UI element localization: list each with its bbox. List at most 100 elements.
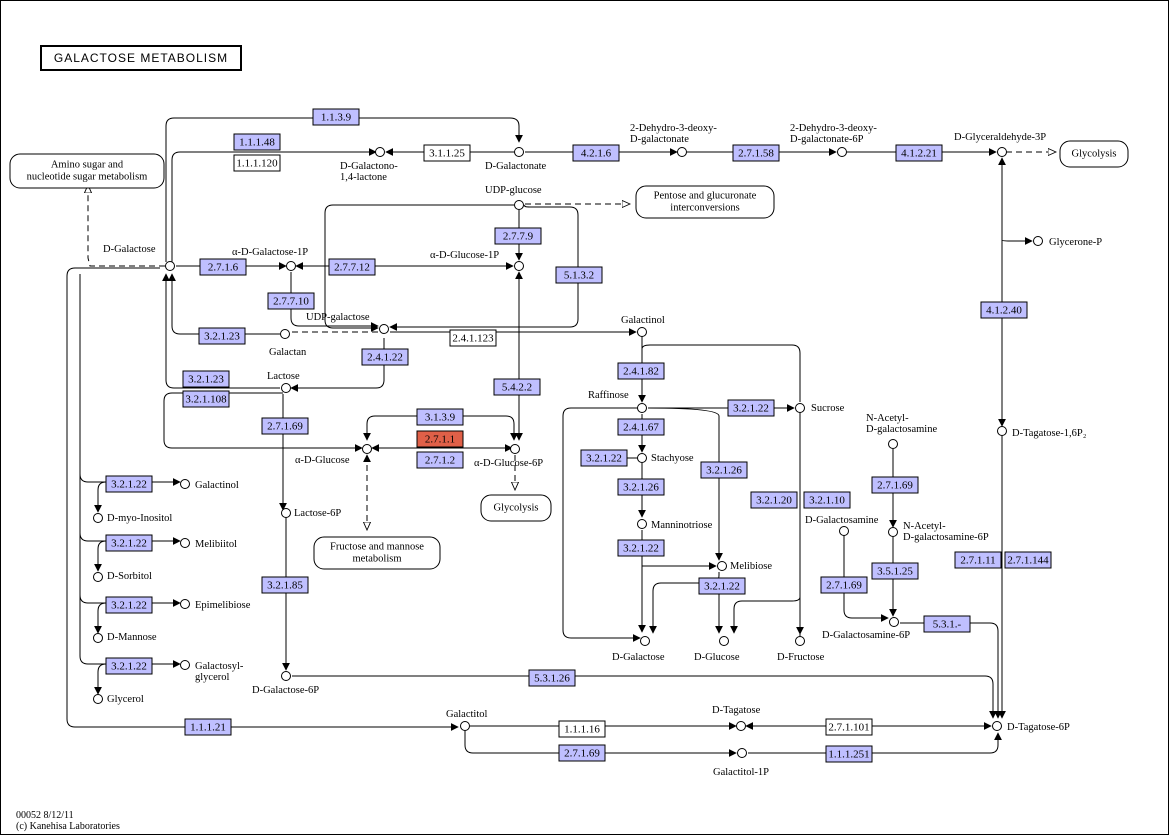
compound-node[interactable]: D-Galactose <box>612 636 665 664</box>
compound-circle[interactable] <box>795 636 805 646</box>
enzyme-box-e43[interactable]: 5.3.1.- <box>923 615 971 633</box>
enzyme-box-e20[interactable]: 3.1.3.9 <box>416 408 464 426</box>
enzyme-box-e37[interactable]: 2.7.1.69 <box>820 576 868 594</box>
enzyme-box-e5[interactable]: 4.2.1.6 <box>572 144 620 162</box>
enzyme-box-e32[interactable]: 3.2.1.22 <box>105 475 153 493</box>
compound-node[interactable]: 2-Dehydro-3-deoxy-D-galactonate <box>630 123 717 157</box>
compound-node[interactable]: α-D-Glucose <box>295 444 372 467</box>
compound-node[interactable]: α-D-Glucose-1P <box>430 250 524 271</box>
compound-circle[interactable] <box>889 617 899 627</box>
enzyme-box-e13[interactable]: 3.2.1.23 <box>198 327 246 345</box>
enzyme-box-e6[interactable]: 2.7.1.58 <box>732 144 780 162</box>
compound-node[interactable]: Lactose-6P <box>281 508 342 519</box>
enzyme-box-e35[interactable]: 3.2.1.85 <box>261 576 309 594</box>
enzyme-box-e18[interactable]: 5.4.2.2 <box>493 378 541 396</box>
compound-node[interactable]: D-Glyceraldehyde-3P <box>954 132 1046 157</box>
compound-node[interactable]: Glycerol <box>93 694 144 705</box>
compound-node[interactable]: α-D-Glucose-6P <box>474 444 543 470</box>
compound-circle[interactable] <box>888 527 898 537</box>
compound-node[interactable]: D-Glucose <box>694 636 740 664</box>
compound-circle[interactable] <box>514 200 524 210</box>
compound-circle[interactable] <box>93 572 103 582</box>
enzyme-box-e25[interactable]: 2.4.1.67 <box>617 418 665 436</box>
enzyme-box-e16[interactable]: 3.2.1.23 <box>182 370 230 388</box>
enzyme-box-e30[interactable]: 3.2.1.10 <box>803 491 851 509</box>
compound-node[interactable]: D-Fructose <box>777 636 825 664</box>
enzyme-box-e24[interactable]: 3.2.1.22 <box>727 399 775 417</box>
enzyme-box-e17[interactable]: 3.2.1.108 <box>182 390 230 408</box>
compound-circle[interactable] <box>165 261 175 271</box>
compound-circle[interactable] <box>514 261 524 271</box>
compound-circle[interactable] <box>637 403 647 413</box>
compound-circle[interactable] <box>280 329 290 339</box>
enzyme-box-e21[interactable]: 2.7.1.1 <box>416 430 464 448</box>
compound-circle[interactable] <box>379 324 389 334</box>
compound-node[interactable]: Epimelibiose <box>180 599 251 612</box>
compound-node[interactable]: D-Sorbitol <box>93 571 153 582</box>
compound-circle[interactable] <box>640 636 650 646</box>
enzyme-box-e48[interactable]: 2.7.1.69 <box>558 744 606 762</box>
compound-circle[interactable] <box>795 403 805 413</box>
enzyme-box-e2[interactable]: 1.1.1.48 <box>233 133 281 151</box>
compound-circle[interactable] <box>180 479 190 489</box>
compound-circle[interactable] <box>737 748 747 758</box>
enzyme-box-e10[interactable]: 2.7.7.12 <box>328 258 376 276</box>
enzyme-box-e7[interactable]: 4.1.2.21 <box>895 144 943 162</box>
compound-circle[interactable] <box>1033 236 1043 246</box>
enzyme-box-e41[interactable]: 3.2.1.22 <box>617 539 665 557</box>
enzyme-box-e11[interactable]: 5.1.3.2 <box>555 266 603 284</box>
compound-node[interactable]: D-Tagatose-1,6P₂ <box>997 426 1087 440</box>
compound-circle[interactable] <box>180 599 190 609</box>
compound-circle[interactable] <box>460 721 470 731</box>
compound-circle[interactable] <box>281 508 291 518</box>
enzyme-box-e50[interactable]: 4.1.2.40 <box>980 301 1028 319</box>
compound-node[interactable]: Melibiitol <box>180 538 238 551</box>
enzyme-box-e45[interactable]: 1.1.1.21 <box>184 718 232 736</box>
compound-circle[interactable] <box>375 147 385 157</box>
compound-circle[interactable] <box>637 519 647 529</box>
compound-node[interactable]: UDP-glucose <box>485 185 542 210</box>
enzyme-box-e29[interactable]: 3.2.1.20 <box>750 491 798 509</box>
compound-node[interactable]: D-Tagatose <box>712 705 761 731</box>
compound-node[interactable]: Galactosyl-glycerol <box>180 660 244 684</box>
enzyme-box-e23[interactable]: 2.7.1.69 <box>261 417 309 435</box>
compound-circle[interactable] <box>93 633 103 643</box>
compound-node[interactable]: Sucrose <box>795 403 845 414</box>
enzyme-box-e3[interactable]: 1.1.1.120 <box>233 154 281 172</box>
compound-node[interactable]: Stachyose <box>637 453 694 464</box>
compound-node[interactable]: D-Galactosamine <box>805 515 879 536</box>
compound-node[interactable]: D-Galactono-1,4-lactone <box>340 147 398 184</box>
enzyme-box-e42[interactable]: 3.2.1.22 <box>698 577 746 595</box>
compound-node[interactable]: D-Galactose <box>103 244 175 271</box>
compound-node[interactable]: Galactitol-1P <box>713 748 769 779</box>
enzyme-box-e39[interactable]: 2.7.1.11 <box>954 551 1002 569</box>
pathway-link-glycolysis_top[interactable]: Glycolysis <box>1059 140 1129 168</box>
compound-node[interactable]: Raffinose <box>588 390 647 413</box>
enzyme-box-e34[interactable]: 3.2.1.22 <box>105 596 153 614</box>
compound-node[interactable]: Lactose <box>267 371 300 393</box>
compound-node[interactable]: Manninotriose <box>637 519 713 532</box>
compound-circle[interactable] <box>997 147 1007 157</box>
enzyme-box-e33[interactable]: 3.2.1.22 <box>105 534 153 552</box>
enzyme-box-e47[interactable]: 2.7.1.101 <box>825 718 873 736</box>
compound-node[interactable]: N-Acetyl-D-galactosamine-6P <box>888 521 989 543</box>
enzyme-box-e8[interactable]: 2.7.7.9 <box>494 227 542 245</box>
compound-circle[interactable] <box>93 694 103 704</box>
compound-circle[interactable] <box>180 538 190 548</box>
compound-node[interactable]: D-Galactonate <box>485 147 547 173</box>
enzyme-box-e46[interactable]: 1.1.1.16 <box>558 720 606 738</box>
enzyme-box-e26[interactable]: 3.2.1.22 <box>580 449 628 467</box>
compound-node[interactable]: D-Galactose-6P <box>252 671 319 697</box>
compound-node[interactable]: D-Tagatose-6P <box>992 721 1070 734</box>
enzyme-box-e44[interactable]: 5.3.1.26 <box>528 669 576 687</box>
compound-circle[interactable] <box>717 561 727 571</box>
compound-node[interactable]: Galactinol <box>180 479 239 492</box>
pathway-link-glycolysis_mid[interactable]: Glycolysis <box>480 494 552 522</box>
compound-node[interactable]: N-Acetyl-D-galactosamine <box>866 413 937 449</box>
compound-node[interactable]: Galactitol <box>446 709 487 731</box>
compound-circle[interactable] <box>281 671 291 681</box>
compound-node[interactable]: Galactinol <box>621 315 665 337</box>
